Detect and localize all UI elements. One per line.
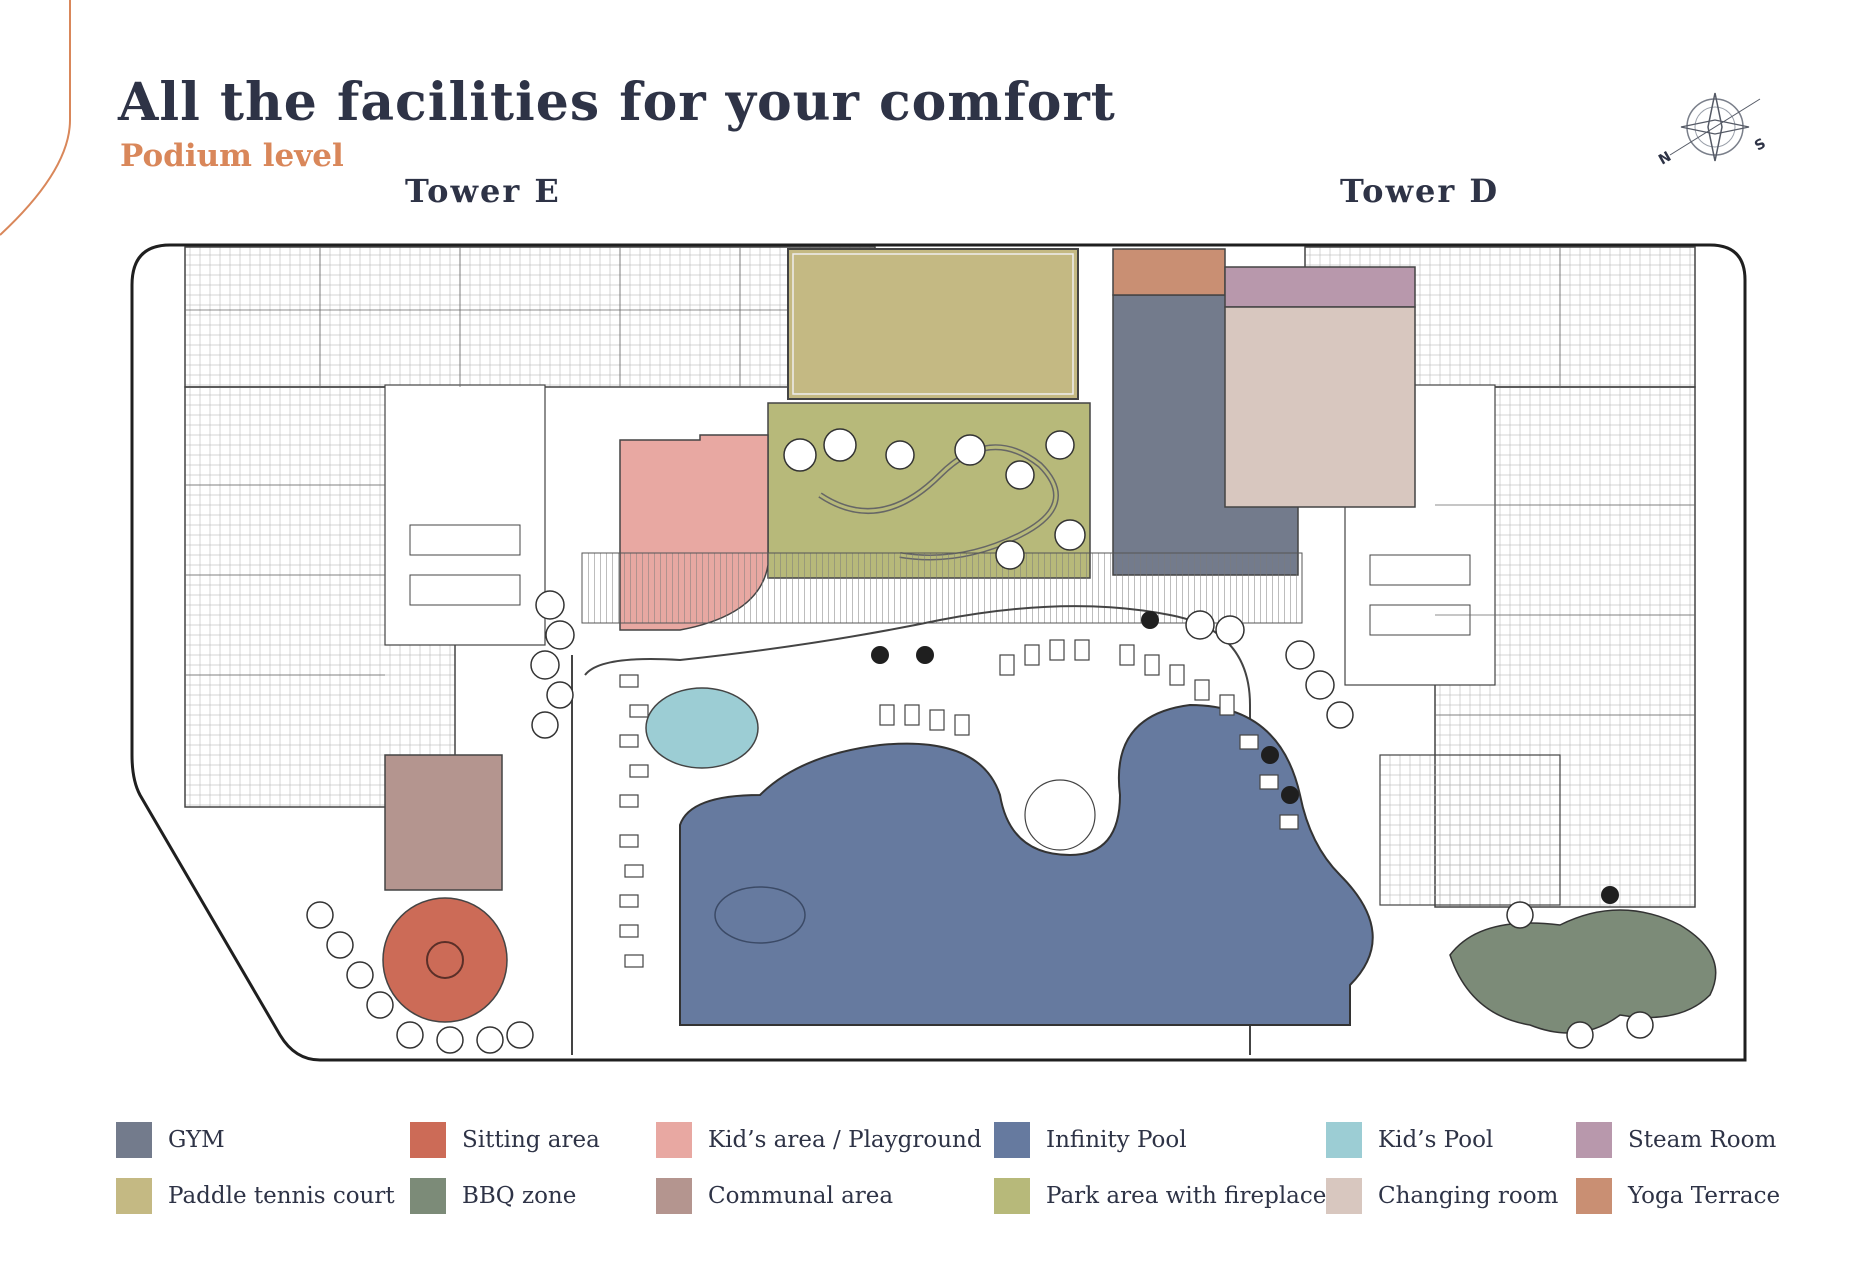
- legend-label: Yoga Terrace: [1628, 1183, 1781, 1209]
- legend-swatch: [1576, 1178, 1612, 1214]
- legend-label: Park area with fireplace: [1046, 1183, 1327, 1209]
- legend-swatch: [410, 1178, 446, 1214]
- legend-label: Kid’s Pool: [1378, 1127, 1494, 1153]
- legend-label: Steam Room: [1628, 1127, 1777, 1153]
- zone-bbq: [1449, 909, 1717, 1034]
- zone-steam-room: [1224, 266, 1416, 308]
- site-plan: [130, 243, 1747, 1062]
- legend-swatch: [1326, 1178, 1362, 1214]
- legend-item: Park area with fireplace: [994, 1176, 1326, 1216]
- legend-swatch: [656, 1122, 692, 1158]
- compass-south-label: S: [1752, 136, 1769, 155]
- legend-label: GYM: [168, 1127, 225, 1153]
- legend-item: Paddle tennis court: [116, 1176, 395, 1216]
- zone-kids-pool: [645, 687, 759, 769]
- legend-label: Paddle tennis court: [168, 1183, 395, 1209]
- legend-label: Infinity Pool: [1046, 1127, 1187, 1153]
- tower-d-label: Tower D: [1340, 172, 1500, 210]
- legend: GYM Sitting area Kid’s area / Playground In…: [116, 1120, 1780, 1240]
- zone-communal-area: [384, 754, 503, 891]
- legend-item: GYM: [116, 1120, 225, 1160]
- legend-item: Steam Room: [1576, 1120, 1776, 1160]
- legend-label: Communal area: [708, 1183, 894, 1209]
- legend-item: BBQ zone: [410, 1176, 576, 1216]
- legend-item: Communal area: [656, 1176, 893, 1216]
- zone-paddle-tennis-court: [787, 248, 1079, 400]
- legend-swatch: [1326, 1122, 1362, 1158]
- legend-swatch: [410, 1122, 446, 1158]
- legend-item: Kid’s Pool: [1326, 1120, 1493, 1160]
- legend-item: Infinity Pool: [994, 1120, 1187, 1160]
- compass-icon: N S: [1656, 92, 1769, 169]
- tower-e-label: Tower E: [405, 172, 561, 210]
- compass-north-label: N: [1656, 149, 1674, 169]
- page-title: All the facilities for your comfort: [118, 72, 1116, 133]
- legend-swatch: [656, 1178, 692, 1214]
- legend-swatch: [994, 1122, 1030, 1158]
- zone-sitting-area: [382, 897, 508, 1023]
- legend-item: Sitting area: [410, 1120, 600, 1160]
- legend-swatch: [116, 1178, 152, 1214]
- legend-label: Kid’s area / Playground: [708, 1127, 982, 1153]
- legend-item: Changing room: [1326, 1176, 1558, 1216]
- zone-yoga-terrace: [1112, 248, 1226, 296]
- legend-item: Yoga Terrace: [1576, 1176, 1780, 1216]
- legend-swatch: [1576, 1122, 1612, 1158]
- legend-label: Sitting area: [462, 1127, 600, 1153]
- legend-swatch: [116, 1122, 152, 1158]
- zone-park-area: [767, 402, 1091, 579]
- tower-e-block: [184, 246, 876, 808]
- corner-arc-decoration: [0, 0, 71, 236]
- legend-label: Changing room: [1378, 1183, 1559, 1209]
- legend-label: BBQ zone: [462, 1183, 577, 1209]
- zone-infinity-pool: [679, 703, 1374, 1026]
- page-subtitle: Podium level: [120, 138, 344, 174]
- zone-changing-room: [1224, 306, 1416, 508]
- legend-item: Kid’s area / Playground: [656, 1120, 982, 1160]
- legend-swatch: [994, 1178, 1030, 1214]
